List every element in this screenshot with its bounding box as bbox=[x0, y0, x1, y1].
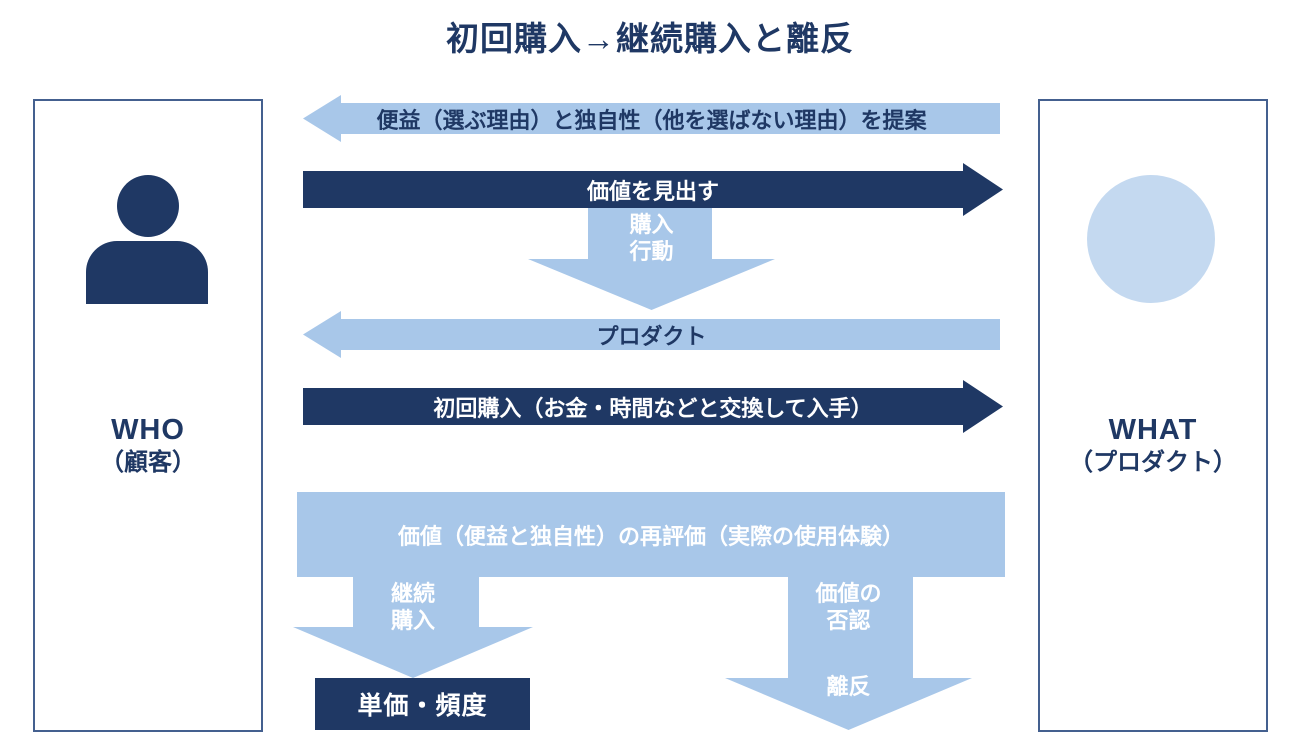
what-box: WHAT （プロダクト） bbox=[1038, 99, 1268, 732]
proposal-arrow: 便益（選ぶ理由）と独自性（他を選ばない理由）を提案 bbox=[303, 95, 1000, 142]
reevaluation-bar: 価値（便益と独自性）の再評価（実際の使用体験） bbox=[297, 492, 1005, 577]
value-denial-label: 価値の 否認 bbox=[725, 580, 972, 634]
who-box: WHO （顧客） bbox=[33, 99, 263, 732]
churn-label: 離反 bbox=[826, 674, 871, 699]
who-label-group: WHO （顧客） bbox=[35, 413, 261, 478]
purchase-action-line2: 行動 bbox=[629, 239, 674, 264]
value-denial-line1: 価値の bbox=[815, 581, 882, 606]
find-value-arrow-label: 価値を見出す bbox=[586, 178, 719, 204]
outcome-box: 単価・頻度 bbox=[315, 678, 530, 730]
product-arrow: プロダクト bbox=[303, 311, 1000, 358]
proposal-arrow-label: 便益（選ぶ理由）と独自性（他を選ばない理由）を提案 bbox=[376, 107, 927, 133]
first-purchase-arrow-label: 初回購入（お金・時間などと交換して入手） bbox=[433, 395, 873, 421]
value-denial-arrow: 価値の 否認 離反 bbox=[725, 577, 972, 730]
find-value-arrow: 価値を見出す bbox=[303, 163, 1003, 216]
first-purchase-arrow: 初回購入（お金・時間などと交換して入手） bbox=[303, 380, 1003, 433]
what-sublabel: （プロダクト） bbox=[1069, 449, 1237, 476]
continue-purchase-arrow: 継続 購入 bbox=[293, 577, 533, 678]
outcome-label: 単価・頻度 bbox=[357, 692, 488, 720]
continue-purchase-line2: 購入 bbox=[390, 608, 435, 633]
person-head-shape bbox=[117, 175, 179, 237]
reevaluation-label: 価値（便益と独自性）の再評価（実際の使用体験） bbox=[397, 523, 904, 549]
diagram-title: 初回購入→継続購入と離反 bbox=[446, 20, 854, 57]
purchase-action-line1: 購入 bbox=[629, 212, 674, 237]
purchase-action-label: 購入 行動 bbox=[528, 211, 775, 265]
purchase-action-arrow: 購入 行動 bbox=[528, 208, 775, 310]
continue-purchase-label: 継続 購入 bbox=[293, 580, 533, 634]
person-body-shape bbox=[86, 241, 208, 304]
who-label: WHO bbox=[111, 414, 185, 446]
product-circle-icon bbox=[1087, 175, 1215, 303]
continue-purchase-line1: 継続 bbox=[390, 581, 435, 606]
product-arrow-label: プロダクト bbox=[596, 323, 707, 349]
who-sublabel: （顧客） bbox=[100, 449, 196, 476]
value-denial-line2: 否認 bbox=[826, 608, 871, 633]
what-label: WHAT bbox=[1108, 414, 1198, 446]
person-icon bbox=[35, 101, 261, 730]
what-label-group: WHAT （プロダクト） bbox=[1040, 413, 1266, 478]
